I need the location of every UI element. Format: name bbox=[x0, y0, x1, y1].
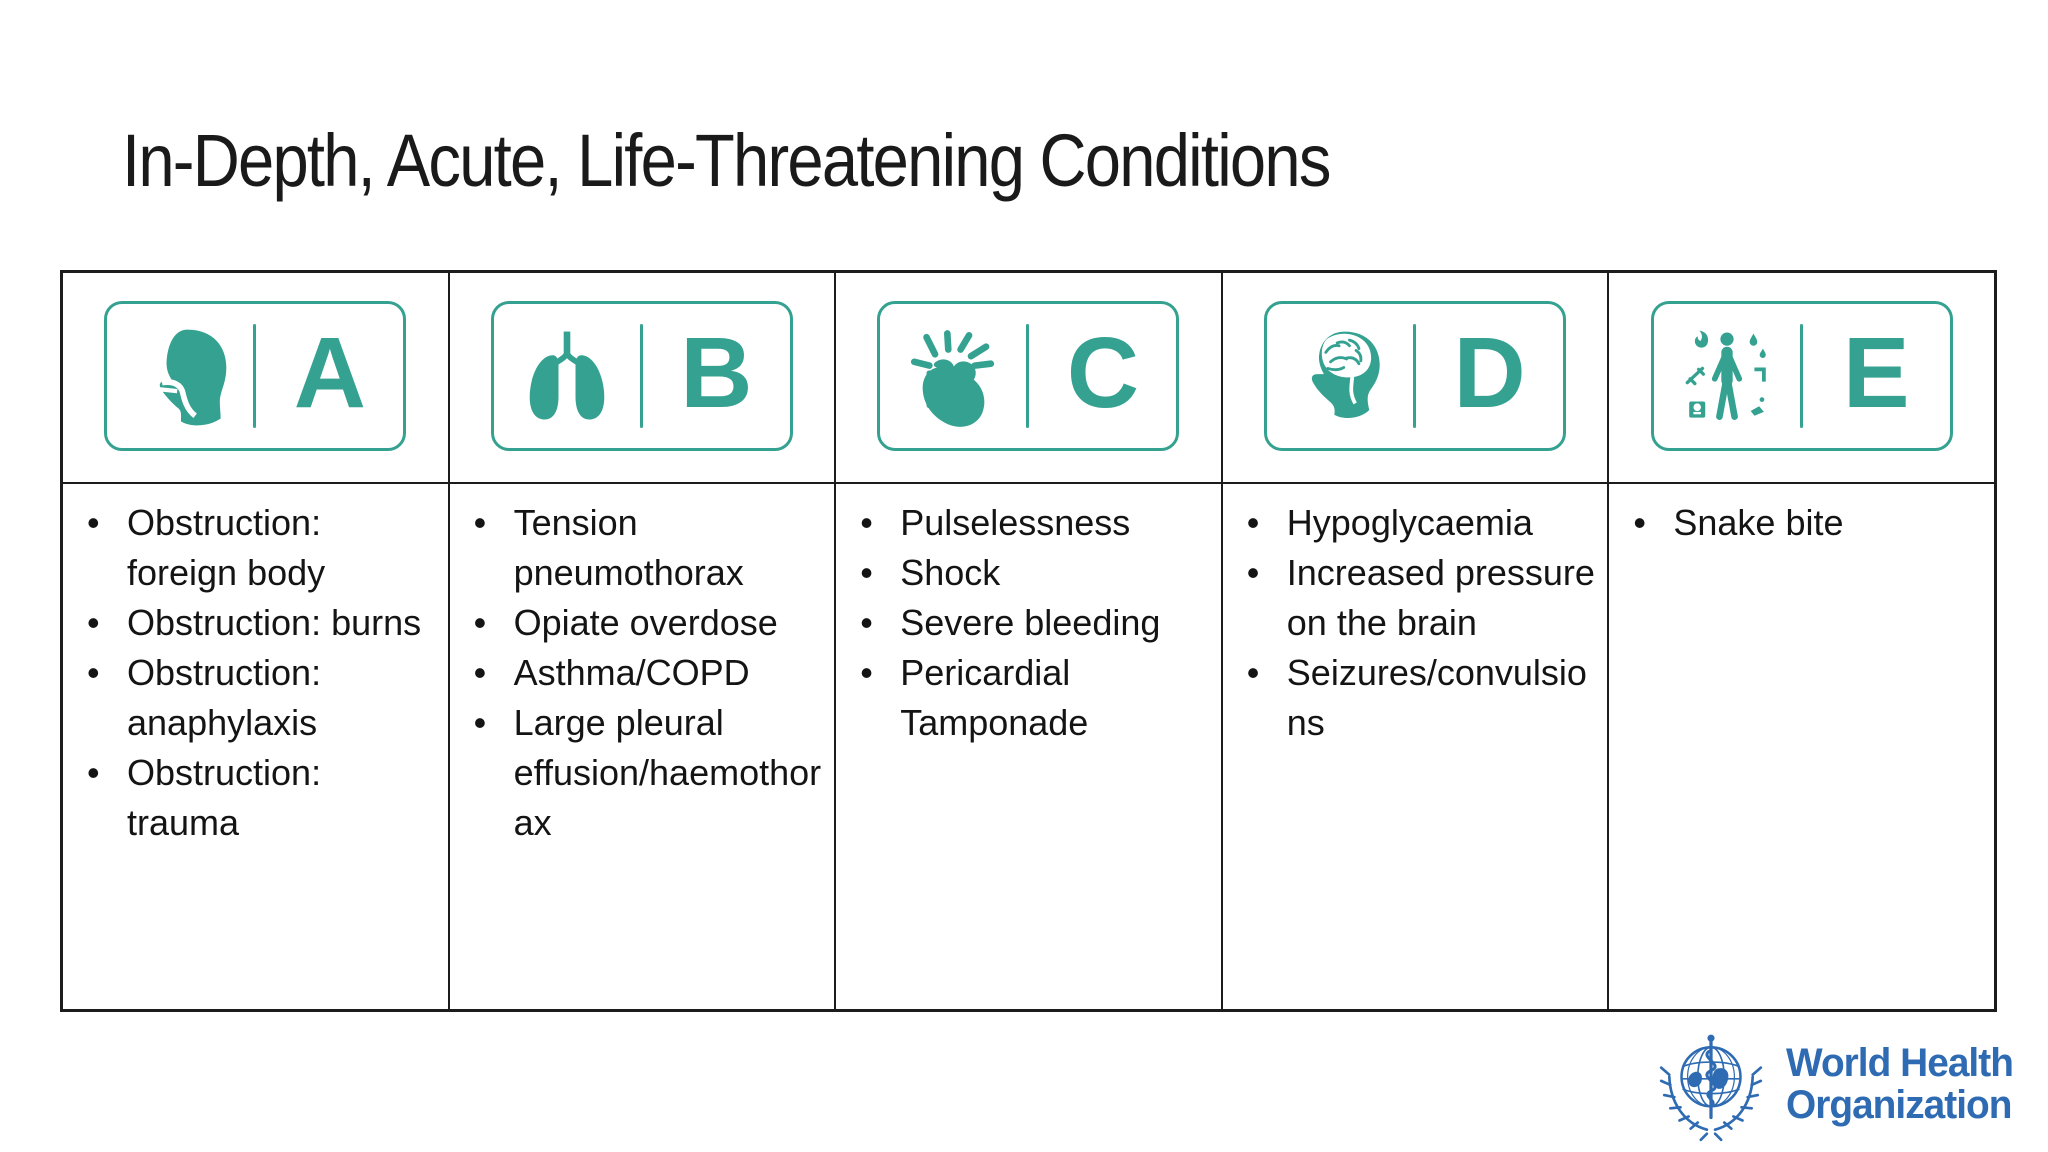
column-a-body: Obstruction: foreign body Obstruction: b… bbox=[63, 484, 448, 1009]
list-item: Obstruction: burns bbox=[63, 598, 438, 648]
list-item: Obstruction: anaphylaxis bbox=[63, 648, 438, 748]
badge-divider bbox=[1413, 324, 1417, 428]
list-item: Large pleural effusion/haemothorax bbox=[450, 698, 825, 848]
badge-divider bbox=[253, 324, 257, 428]
list-item: Opiate overdose bbox=[450, 598, 825, 648]
who-emblem-icon bbox=[1659, 1034, 1763, 1142]
column-c-circulation: C Pulselessness Shock Severe bleeding Pe… bbox=[836, 273, 1223, 1009]
exposure-conditions-list: Snake bite bbox=[1609, 498, 1984, 548]
heart-icon bbox=[880, 304, 1026, 448]
list-item: Hypoglycaemia bbox=[1223, 498, 1598, 548]
disability-conditions-list: Hypoglycaemia Increased pressure on the … bbox=[1223, 498, 1598, 748]
letter-b: B bbox=[680, 317, 753, 429]
list-item: Asthma/COPD bbox=[450, 648, 825, 698]
who-wordmark: World Health Organization bbox=[1786, 1041, 2014, 1136]
list-item: Severe bleeding bbox=[836, 598, 1211, 648]
column-d-body: Hypoglycaemia Increased pressure on the … bbox=[1223, 484, 1608, 1009]
column-a-header: A bbox=[63, 273, 448, 484]
circulation-badge: C bbox=[877, 301, 1180, 451]
column-e-header: E bbox=[1609, 273, 1994, 484]
list-item: Shock bbox=[836, 548, 1211, 598]
letter-e: E bbox=[1842, 317, 1910, 429]
exposure-badge: E bbox=[1650, 301, 1953, 451]
column-b-header: B bbox=[449, 273, 835, 484]
list-item: Obstruction: trauma bbox=[63, 748, 438, 848]
letter-c: C bbox=[1066, 317, 1140, 429]
list-item: Increased pressure on the brain bbox=[1223, 548, 1598, 648]
page-title: In-Depth, Acute, Life-Threatening Condit… bbox=[122, 119, 1331, 202]
badge-divider bbox=[639, 324, 643, 428]
list-item: Tension pneumothorax bbox=[450, 498, 825, 598]
badge-divider bbox=[1799, 324, 1803, 428]
airway-badge: A bbox=[104, 301, 407, 451]
breathing-badge: B bbox=[490, 301, 793, 451]
who-wordmark-line2: Organization bbox=[1786, 1083, 2012, 1127]
list-item: Pericardial Tamponade bbox=[836, 648, 1211, 748]
column-d-header: D bbox=[1222, 273, 1608, 484]
letter-a: A bbox=[293, 317, 366, 429]
column-a-airway: A Obstruction: foreign body Obstruction:… bbox=[63, 273, 450, 1009]
disability-badge: D bbox=[1264, 301, 1567, 451]
brain-head-icon bbox=[1267, 304, 1413, 448]
badge-divider bbox=[1026, 324, 1030, 428]
who-logo: World Health Organization bbox=[1648, 1028, 2020, 1150]
lungs-icon bbox=[494, 304, 640, 448]
list-item: Pulselessness bbox=[836, 498, 1211, 548]
airway-head-icon bbox=[107, 304, 253, 448]
column-e-exposure: E Snake bite bbox=[1609, 273, 1994, 1009]
column-e-body: Snake bite bbox=[1609, 484, 1994, 1009]
who-wordmark-line1: World Health bbox=[1786, 1041, 2014, 1085]
column-c-header: C bbox=[836, 273, 1221, 484]
circulation-conditions-list: Pulselessness Shock Severe bleeding Peri… bbox=[836, 498, 1211, 748]
column-b-body: Tension pneumothorax Opiate overdose Ast… bbox=[450, 484, 835, 1009]
list-item: Obstruction: foreign body bbox=[63, 498, 438, 598]
exposure-body-icon bbox=[1654, 304, 1800, 448]
list-item: Snake bite bbox=[1609, 498, 1984, 548]
breathing-conditions-list: Tension pneumothorax Opiate overdose Ast… bbox=[450, 498, 825, 848]
column-c-body: Pulselessness Shock Severe bleeding Peri… bbox=[836, 484, 1221, 1009]
list-item: Seizures/convulsions bbox=[1223, 648, 1598, 748]
abcde-table: A Obstruction: foreign body Obstruction:… bbox=[60, 270, 1997, 1012]
column-d-disability: D Hypoglycaemia Increased pressure on th… bbox=[1222, 273, 1610, 1009]
column-b-breathing: B Tension pneumothorax Opiate overdose A… bbox=[449, 273, 837, 1009]
airway-conditions-list: Obstruction: foreign body Obstruction: b… bbox=[63, 498, 438, 848]
letter-d: D bbox=[1453, 317, 1526, 429]
